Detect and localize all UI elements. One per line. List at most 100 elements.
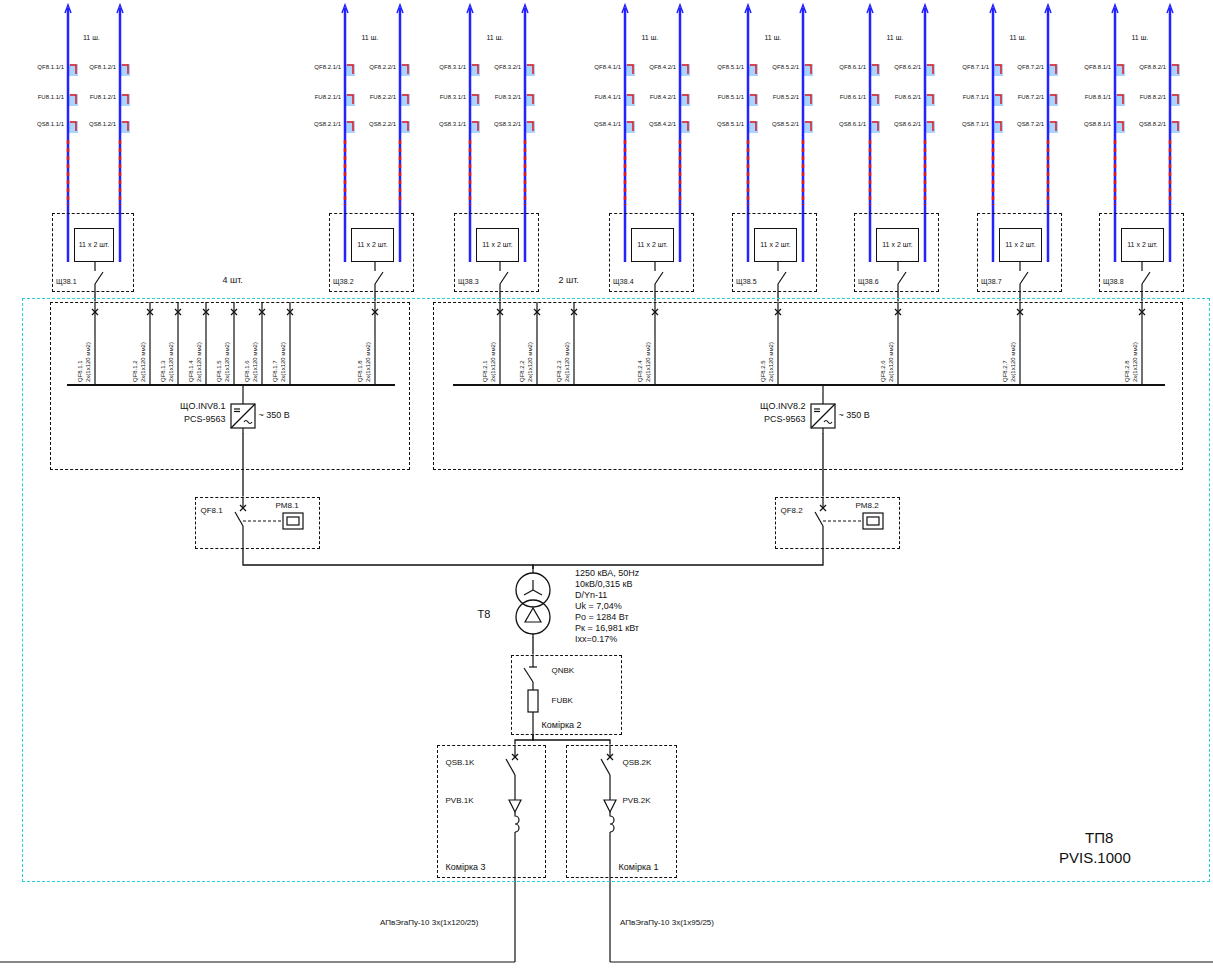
meter-symbol (863, 513, 883, 529)
breaker-symbol (147, 309, 153, 315)
string-highlight (626, 94, 635, 106)
cell-wire (514, 775, 515, 800)
string-count: 11 x 2 шт. (999, 228, 1042, 262)
box-tag: ЩЗ8.5 (736, 278, 757, 286)
string-fuse (750, 95, 756, 104)
breaker-symbol (607, 754, 613, 760)
transformer-winding (516, 573, 550, 607)
string-fuse (927, 65, 933, 74)
breaker-tag: QF8.1.8 (357, 360, 364, 382)
meter-tag: PM8.2 (856, 501, 879, 510)
breaker-symbol (259, 309, 265, 315)
cell-wire (609, 745, 610, 757)
breaker-symbol (372, 309, 378, 315)
breaker-wire (242, 497, 243, 508)
string-highlight (749, 64, 758, 76)
inverter-model: PCS-9563 (740, 414, 806, 424)
box-tag: ЩЗ8.4 (613, 278, 634, 286)
string-fuse (122, 65, 128, 74)
switch-symbol (778, 272, 786, 284)
feeder-wire (654, 302, 655, 385)
voltage: ~ 350 В (259, 410, 290, 420)
cable-tag: 2x(1x120 мм2) (1010, 342, 1017, 382)
string-fuse (627, 122, 633, 131)
connector (533, 549, 823, 570)
string-fuse (472, 122, 478, 131)
breaker-symbol (895, 309, 901, 315)
box-tag: ЩЗ8.2 (333, 278, 354, 286)
breaker-tag: QF8.1.2 (132, 360, 139, 382)
connectors (95, 292, 1142, 745)
transformer-spec: D/Yn-11 (575, 590, 607, 600)
breaker-symbol (497, 309, 503, 315)
fuse-tag: FUBK (552, 696, 573, 705)
breaker-symbol (775, 309, 781, 315)
box-tag: ЩЗ8.1 (56, 278, 77, 286)
ac-symbol (824, 421, 832, 424)
switch-wire (94, 262, 95, 271)
breaker-symbol (1139, 309, 1145, 315)
transformer-spec: Uk = 7,04% (575, 601, 622, 611)
switch-wire (654, 262, 655, 271)
string-cable (1169, 140, 1172, 205)
cable-tag: 2x(1x120 мм2) (490, 342, 497, 382)
breaker-wire (822, 497, 823, 508)
disconnector-symbol (529, 666, 537, 667)
device-tag: QF8.4.2/1 (634, 64, 676, 71)
string-fuse (1117, 122, 1123, 131)
connector (1019, 292, 1020, 302)
device-tag: QS8.2.1/1 (299, 121, 341, 128)
cable-spec: АПвЭгаПу-10 3x(1x95/25) (620, 918, 714, 927)
breaker-symbol (259, 309, 265, 315)
string-highlight (994, 121, 1003, 133)
cell-name: Комірка 2 (542, 720, 582, 730)
feeder-wire (149, 302, 150, 385)
string-fuse (122, 95, 128, 104)
string-cable (747, 140, 750, 205)
string-highlight (401, 94, 410, 106)
delta-symbol (525, 608, 541, 622)
breaker-tag: QF8.2.1 (482, 360, 489, 382)
device-tag: FU8.2.1/1 (299, 94, 341, 101)
string-highlight (681, 94, 690, 106)
string-end (397, 5, 403, 13)
string-fuse (527, 95, 533, 104)
device-tag: FU8.2.2/1 (354, 94, 396, 101)
pv-string (524, 8, 527, 262)
string-highlight (1049, 121, 1058, 133)
cable-head (509, 800, 521, 812)
cable-box-tag: PVB.2K (623, 796, 651, 805)
string-end (1045, 5, 1051, 13)
string-highlight (926, 121, 935, 133)
switch-tag: QNBK (552, 666, 575, 675)
switch-wire (374, 284, 375, 292)
string-end (1167, 5, 1173, 13)
breaker-symbol (815, 512, 823, 526)
string-cable (67, 140, 70, 205)
switch-wire (499, 284, 500, 292)
switch-symbol (500, 272, 508, 284)
drawing (0, 5, 1213, 962)
string-count: 11 ш. (487, 34, 504, 42)
device-tag: QS8.3.2/1 (479, 121, 521, 128)
connector (777, 292, 778, 302)
feeder-wire (374, 302, 375, 385)
device-tag: QS8.1.1/1 (22, 121, 64, 128)
meter-link (823, 521, 863, 522)
device-tag: QF8.1.1/1 (22, 64, 64, 71)
box-tag: ЩЗ8.8 (1103, 278, 1124, 286)
quantity: 2 шт. (559, 275, 579, 285)
string-cable (869, 140, 872, 205)
string-highlight (626, 121, 635, 133)
string-fuse (70, 122, 76, 131)
string-end (677, 5, 683, 13)
device-tag: QS8.4.1/1 (579, 121, 621, 128)
cable-tag: 2x(1x120 мм2) (224, 342, 231, 382)
breaker-symbol (601, 759, 610, 775)
dc-panel: 4 шт.ЩО.INV8.1PCS-9563~ 350 В (50, 302, 410, 470)
string-fuse (872, 122, 878, 131)
string-fuse (472, 65, 478, 74)
connector (822, 434, 823, 497)
string-highlight (1116, 94, 1125, 106)
string-fuse (402, 122, 408, 131)
